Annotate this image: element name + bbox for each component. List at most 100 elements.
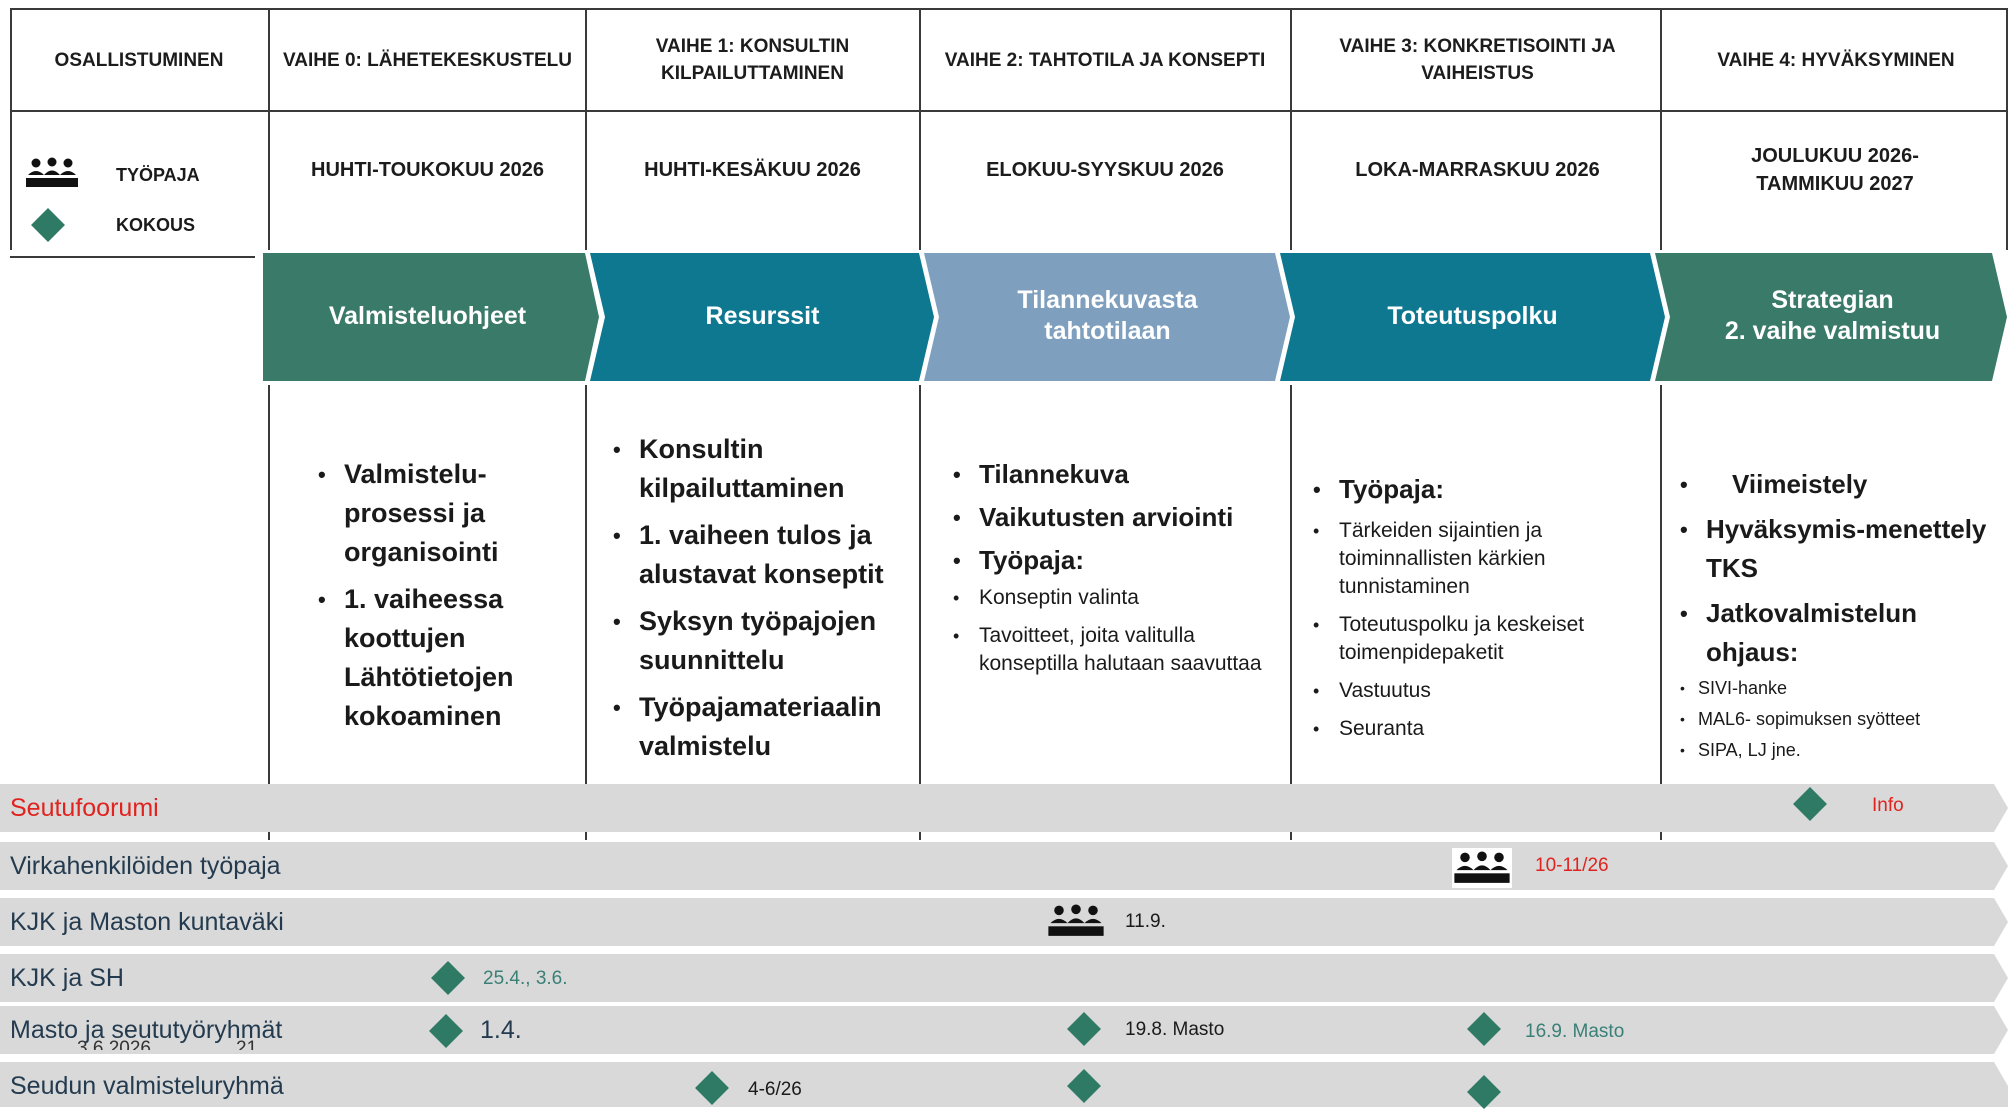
list-item: Työpaja:	[945, 541, 1275, 580]
header-phase-4: VAIHE 4: HYVÄKSYMINEN	[1717, 49, 1955, 71]
list-item: 1. vaiheessa koottujen Lähtötietojen kok…	[310, 580, 570, 736]
list-item: SIVI-hanke	[1672, 676, 2002, 700]
content-col-0: Valmistelu-prosessi ja organisointi 1. v…	[310, 455, 570, 744]
list-item: 1. vaiheen tulos ja alustavat konseptit	[605, 516, 910, 594]
row-label: Virkahenkilöiden työpaja	[10, 851, 281, 880]
marker-text: 25.4., 3.6.	[483, 968, 568, 989]
col-divider-5	[2006, 8, 2008, 250]
list-item: Tilannekuva	[945, 455, 1275, 494]
row-label: KJK ja SH	[10, 963, 124, 992]
footer-date-overlap: 3.6.2026	[77, 1038, 151, 1050]
legend-meeting: KOKOUS	[26, 208, 256, 242]
marker-text: Info	[1872, 795, 1904, 816]
row-label: Seudun valmisteluryhmä	[10, 1072, 284, 1100]
content-col-4-sub: SIVI-hanke MAL6- sopimuksen syötteet SIP…	[1672, 676, 2002, 762]
bar-shape	[0, 898, 2008, 946]
list-item: Seuranta	[1305, 715, 1650, 743]
people-icon	[26, 157, 78, 187]
bar-shape	[0, 842, 2008, 890]
list-item: Syksyn työpajojen suunnittelu	[605, 602, 910, 680]
content-col-2-head: Tilannekuva Vaikutusten arviointi Työpaj…	[945, 455, 1275, 580]
chevron-4-shape	[1655, 253, 2007, 381]
date-phase-0: HUHTI-TOUKOKUU 2026	[311, 159, 544, 181]
date-phase-4: JOULUKUU 2026-TAMMIKUU 2027	[1751, 145, 1919, 195]
legend-workshop-label: TYÖPAJA	[116, 165, 200, 185]
marker-text: 19.8. Masto	[1125, 1019, 1225, 1040]
row-kjk-ja-maston-kuntavaki: KJK ja Maston kuntaväki	[0, 898, 2010, 946]
row-label: Masto ja seututyöryhmät	[10, 1015, 283, 1044]
chevron-shapes	[263, 253, 2007, 381]
row-masto-ja-seututyoryhmat: Masto ja seututyöryhmät	[0, 1006, 2010, 1054]
content-col-4: Viimeistely Hyväksymis-menettely TKS Jat…	[1672, 465, 2002, 769]
list-item: Vastuutus	[1305, 677, 1650, 705]
content-col-2-sub: Konseptin valinta Tavoitteet, joita vali…	[945, 584, 1275, 678]
content-col-3: Työpaja: Tärkeiden sijaintien ja toiminn…	[1305, 470, 1650, 753]
legend-meeting-label: KOKOUS	[116, 215, 196, 235]
chevron-valmisteluohjeet: Valmisteluohjeet	[270, 252, 585, 380]
marker-people-2	[1048, 904, 1104, 943]
content-divider-2	[919, 385, 921, 840]
content-col-2: Tilannekuva Vaikutusten arviointi Työpaj…	[945, 455, 1275, 688]
marker-text: 4-6/26	[748, 1079, 802, 1100]
header-phase-2: VAIHE 2: TAHTOTILA JA KONSEPTI	[944, 49, 1266, 71]
marker-text: 16.9. Masto	[1525, 1021, 1625, 1042]
chevron-2-line1: Tilannekuvasta	[1017, 286, 1198, 314]
col-divider-0	[268, 8, 270, 250]
col-divider-2	[919, 8, 921, 250]
list-item: Valmistelu-prosessi ja organisointi	[310, 455, 570, 572]
marker-text: 10-11/26	[1535, 855, 1609, 876]
list-item: Työpajamateriaalin valmistelu	[605, 688, 910, 766]
chevron-2-line2: tahtotilaan	[1044, 317, 1171, 345]
list-item: Konseptin valinta	[945, 584, 1275, 612]
header-participation: OSALLISTUMINEN	[54, 49, 224, 71]
col-divider-3	[1290, 8, 1292, 250]
legend-workshop: TYÖPAJA	[26, 157, 256, 197]
col-divider-4	[1660, 8, 1662, 250]
content-divider-3	[1290, 385, 1292, 840]
content-divider-4	[1660, 385, 1662, 840]
chevron-0-line1: Valmisteluohjeet	[328, 301, 527, 330]
date-phase-3: LOKA-MARRASKUU 2026	[1355, 159, 1600, 181]
bar-shape	[0, 954, 2008, 1002]
header-phase-0: VAIHE 0: LÄHETEKESKUSTELU	[283, 49, 572, 71]
diamond-icon	[31, 208, 65, 242]
dates-bottom-line	[10, 256, 255, 258]
chevron-tilannekuvasta: Tilannekuvasta tahtotilaan	[940, 252, 1275, 380]
row-label: Seutufoorumi	[10, 793, 159, 822]
row-kjk-ja-sh: KJK ja SH	[0, 954, 2010, 1002]
row-seudun-valmisteluryhma: Seudun valmisteluryhmä	[0, 1062, 2010, 1107]
list-item: Toteutuspolku ja keskeiset toimenpidepak…	[1305, 611, 1650, 667]
list-item: SIPA, LJ jne.	[1672, 738, 2002, 762]
list-item: Työpaja:	[1305, 470, 1650, 509]
chevron-4-line2: 2. vaihe valmistuu	[1724, 317, 1941, 345]
chevron-3-shape	[1280, 253, 1665, 381]
row-seutufoorumi: Seutufoorumi	[0, 784, 2010, 832]
chevron-0-shape	[263, 253, 599, 381]
header-bottom-line	[10, 110, 2006, 112]
header-phase-1: VAIHE 1: KONSULTIN KILPAILUTTAMINEN	[655, 36, 850, 84]
bar-shape	[0, 1006, 2008, 1054]
list-item: Konsultin kilpailuttaminen	[605, 430, 910, 508]
content-col-3-sub: Tärkeiden sijaintien ja toiminnallisten …	[1305, 517, 1650, 743]
date-phase-1: HUHTI-KESÄKUU 2026	[644, 159, 861, 181]
chevron-2-shape	[924, 253, 1290, 381]
chevron-resurssit: Resurssit	[605, 252, 920, 380]
date-phase-2: ELOKUU-SYYSKUU 2026	[986, 159, 1224, 181]
col-divider-left	[10, 8, 12, 250]
content-divider-1	[585, 385, 587, 840]
content-col-4-head: Viimeistely Hyväksymis-menettely TKS Jat…	[1672, 465, 2002, 672]
chevron-1-line1: Resurssit	[705, 301, 820, 330]
chevron-4-line1: Strategian	[1771, 286, 1894, 314]
marker-text: 11.9.	[1125, 911, 1166, 932]
people-icon	[1454, 851, 1510, 883]
content-divider-0	[268, 385, 270, 840]
header-phase-3: VAIHE 3: KONKRETISOINTI JA VAIHEISTUS	[1339, 36, 1616, 84]
bar-shape	[0, 784, 2008, 832]
chevron-toteutuspolku: Toteutuspolku	[1295, 252, 1650, 380]
content-col-3-head: Työpaja:	[1305, 470, 1650, 509]
bar-shape	[0, 1062, 2008, 1107]
content-col-1: Konsultin kilpailuttaminen 1. vaiheen tu…	[605, 430, 910, 774]
chevron-1-shape	[590, 253, 934, 381]
list-item: Viimeistely	[1672, 465, 2002, 504]
row-virkahenkiloiden-tyopaja: Virkahenkilöiden työpaja	[0, 842, 2010, 890]
